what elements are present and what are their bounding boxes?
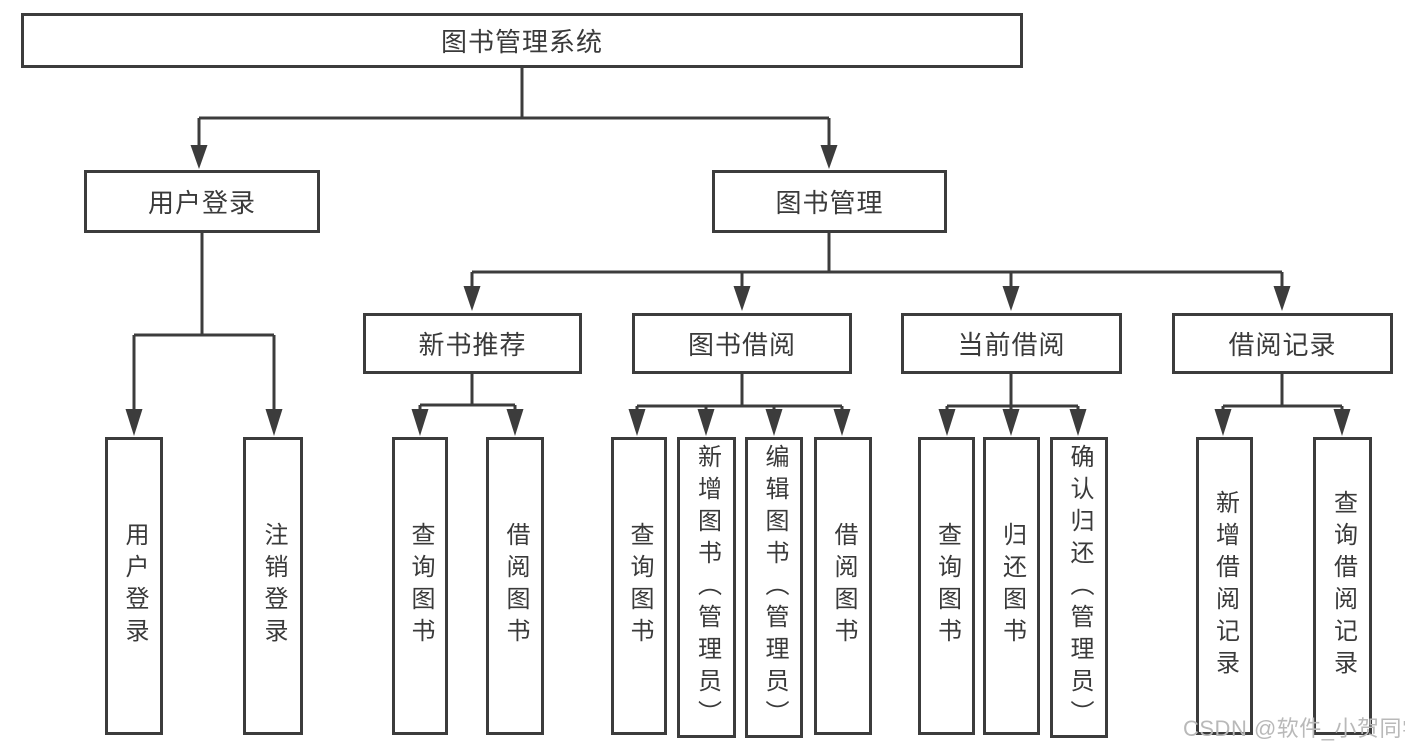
node-leaf-add-book-admin: 新增图书（管理员）: [677, 437, 736, 738]
node-root: 图书管理系统: [21, 13, 1023, 68]
node-current-borrow: 当前借阅: [901, 313, 1122, 374]
node-leaf-add-book-admin-label: 新增图书（管理员）: [693, 443, 721, 732]
node-leaf-logout-label: 注销登录: [260, 522, 287, 650]
node-leaf-user-login: 用户登录: [105, 437, 163, 735]
node-leaf-query-books-2-label: 查询图书: [626, 522, 653, 650]
node-leaf-logout: 注销登录: [243, 437, 303, 735]
node-user-login-label: 用户登录: [147, 188, 256, 218]
node-leaf-add-borrow-record: 新增借阅记录: [1196, 437, 1253, 735]
node-book-management-label: 图书管理: [775, 188, 884, 218]
node-leaf-edit-book-admin: 编辑图书（管理员）: [745, 437, 803, 738]
node-book-borrow-label: 图书借阅: [687, 330, 796, 360]
node-new-book-recommend: 新书推荐: [363, 313, 582, 374]
node-leaf-borrow-books-1: 借阅图书: [486, 437, 544, 735]
node-borrow-records: 借阅记录: [1172, 313, 1393, 374]
node-leaf-return-books: 归还图书: [983, 437, 1040, 735]
node-borrow-records-label: 借阅记录: [1228, 330, 1337, 360]
node-leaf-query-books-3-label: 查询图书: [933, 522, 961, 650]
node-leaf-query-borrow-record: 查询借阅记录: [1313, 437, 1372, 735]
node-leaf-query-books-3: 查询图书: [918, 437, 975, 735]
node-book-management: 图书管理: [712, 170, 947, 233]
node-user-login: 用户登录: [84, 170, 320, 233]
node-leaf-return-books-label: 归还图书: [998, 522, 1026, 650]
node-leaf-user-login-label: 用户登录: [121, 522, 148, 650]
node-book-borrow: 图书借阅: [632, 313, 852, 374]
node-leaf-confirm-return-admin: 确认归还（管理员）: [1050, 437, 1108, 738]
node-leaf-query-borrow-record-label: 查询借阅记录: [1329, 490, 1357, 682]
node-root-label: 图书管理系统: [440, 27, 603, 57]
csdn-watermark: CSDN @软件_小贺同学: [1183, 716, 1405, 741]
node-leaf-borrow-books-1-label: 借阅图书: [502, 522, 529, 650]
node-leaf-borrow-books-2-label: 借阅图书: [830, 522, 857, 650]
node-leaf-borrow-books-2: 借阅图书: [814, 437, 872, 735]
node-leaf-confirm-return-admin-label: 确认归还（管理员）: [1066, 443, 1093, 732]
node-leaf-query-books-1-label: 查询图书: [407, 522, 434, 650]
node-leaf-add-borrow-record-label: 新增借阅记录: [1211, 490, 1239, 682]
node-leaf-query-books-2: 查询图书: [611, 437, 667, 735]
node-leaf-query-books-1: 查询图书: [392, 437, 448, 735]
node-new-book-recommend-label: 新书推荐: [418, 330, 527, 360]
node-leaf-edit-book-admin-label: 编辑图书（管理员）: [761, 443, 788, 732]
node-current-borrow-label: 当前借阅: [957, 330, 1066, 360]
